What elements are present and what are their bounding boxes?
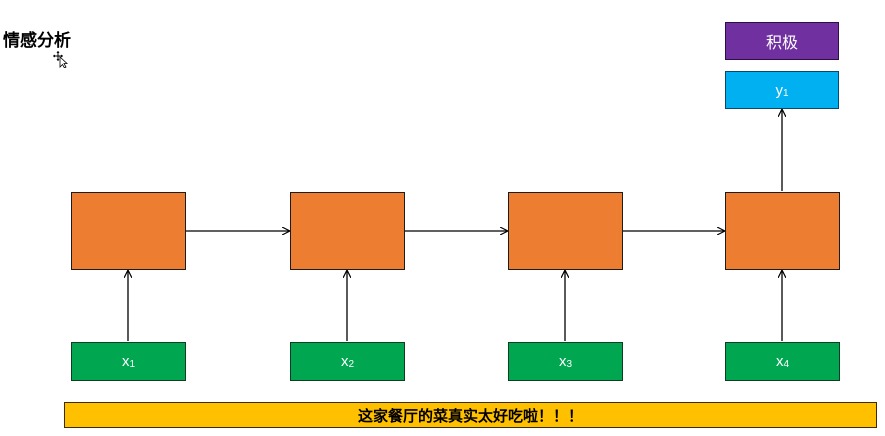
input-x4-subscript: 4 bbox=[783, 359, 790, 370]
output-y1-subscript: 1 bbox=[782, 87, 789, 99]
input-x2-label: x bbox=[340, 353, 349, 370]
input-sentence: 这家餐厅的菜真实太好吃啦！！！ bbox=[64, 402, 877, 428]
input-x3-label: x bbox=[558, 353, 567, 370]
rnn-cell-1 bbox=[71, 192, 186, 270]
input-x3-subscript: 3 bbox=[566, 359, 573, 370]
input-x4-label: x bbox=[775, 353, 784, 370]
rnn-cell-3 bbox=[508, 192, 623, 270]
input-x2-subscript: 2 bbox=[348, 359, 355, 370]
rnn-cell-4 bbox=[725, 192, 840, 270]
page-title: 情感分析 bbox=[3, 31, 71, 51]
input-x1-subscript: 1 bbox=[129, 359, 136, 370]
move-cursor-icon bbox=[53, 51, 69, 68]
input-x1-label: x bbox=[121, 353, 130, 370]
rnn-cell-2 bbox=[290, 192, 405, 270]
sentiment-label: 积极 bbox=[725, 22, 839, 60]
output-y1-label: y bbox=[775, 81, 783, 99]
